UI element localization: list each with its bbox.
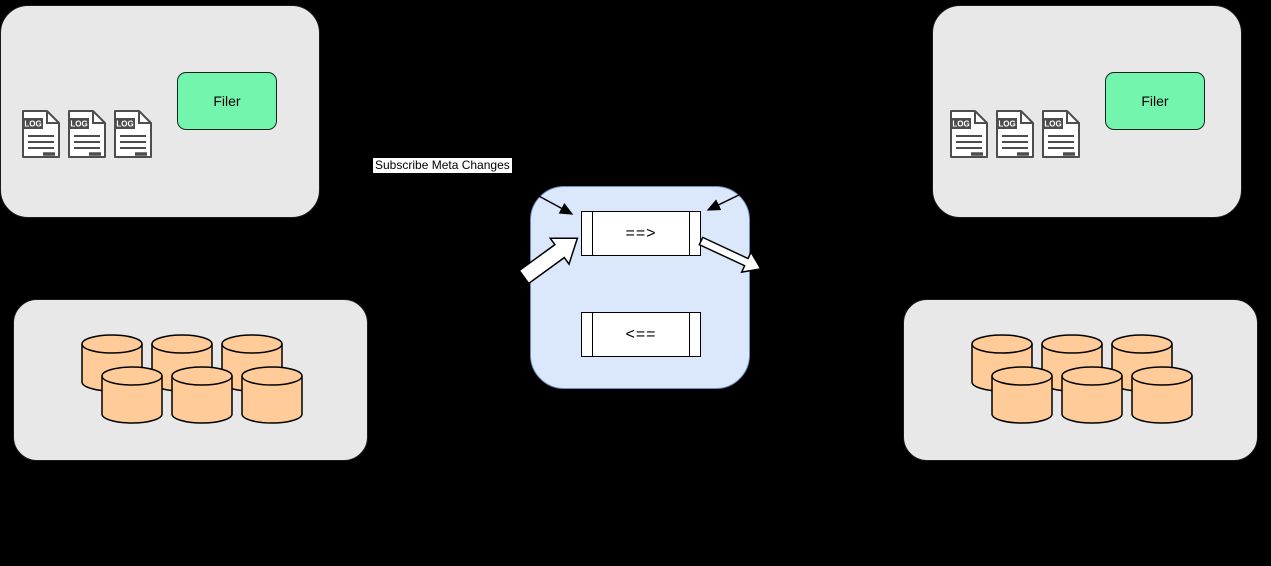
filer-node-right: Filer xyxy=(1105,72,1205,130)
log-icon-label: LOG xyxy=(24,120,41,129)
volume-cylinder-icon xyxy=(1131,366,1193,424)
left-filer-cluster-box: LOG LOG LOG xyxy=(0,5,320,218)
log-icon-label: LOG xyxy=(116,120,133,129)
queue-forward-label: ==> xyxy=(625,224,657,242)
volume-cylinder-icon xyxy=(1061,366,1123,424)
log-file-icon: LOG xyxy=(996,110,1034,158)
volume-cylinder-icon xyxy=(241,366,303,424)
filer-node-left: Filer xyxy=(177,72,277,130)
log-file-icon: LOG xyxy=(68,110,106,158)
filer-label: Filer xyxy=(213,93,241,109)
log-icon-label: LOG xyxy=(1044,120,1061,129)
message-queue-box: ==> <== xyxy=(530,186,750,389)
log-icon-label: LOG xyxy=(70,120,87,129)
log-file-icon: LOG xyxy=(22,110,60,158)
volume-cylinder-icon xyxy=(991,366,1053,424)
volume-cylinder-icon xyxy=(101,366,163,424)
channel-divider xyxy=(592,212,593,255)
right-filer-cluster-box: LOG LOG LOG xyxy=(932,5,1242,218)
log-file-icon: LOG xyxy=(950,110,988,158)
volume-cylinder-icon xyxy=(171,366,233,424)
channel-divider xyxy=(592,313,593,356)
right-log-files-group: LOG LOG LOG xyxy=(949,109,1081,159)
queue-backward-channel: <== xyxy=(581,312,701,357)
log-icon-label: LOG xyxy=(952,120,969,129)
queue-backward-label: <== xyxy=(625,325,657,343)
log-file-icon: LOG xyxy=(1042,110,1080,158)
channel-divider xyxy=(689,313,690,356)
right-volume-cluster-box xyxy=(903,299,1258,461)
filer-label: Filer xyxy=(1141,93,1169,109)
left-volume-cluster-box xyxy=(13,299,368,461)
connector-arrow-volume-in xyxy=(370,371,431,391)
subscribe-meta-changes-label: Subscribe Meta Changes xyxy=(373,158,512,173)
log-icon-label: LOG xyxy=(998,120,1015,129)
channel-divider xyxy=(689,212,690,255)
queue-forward-channel: ==> xyxy=(581,211,701,256)
left-log-files-group: LOG LOG LOG xyxy=(21,109,153,159)
log-file-icon: LOG xyxy=(114,110,152,158)
